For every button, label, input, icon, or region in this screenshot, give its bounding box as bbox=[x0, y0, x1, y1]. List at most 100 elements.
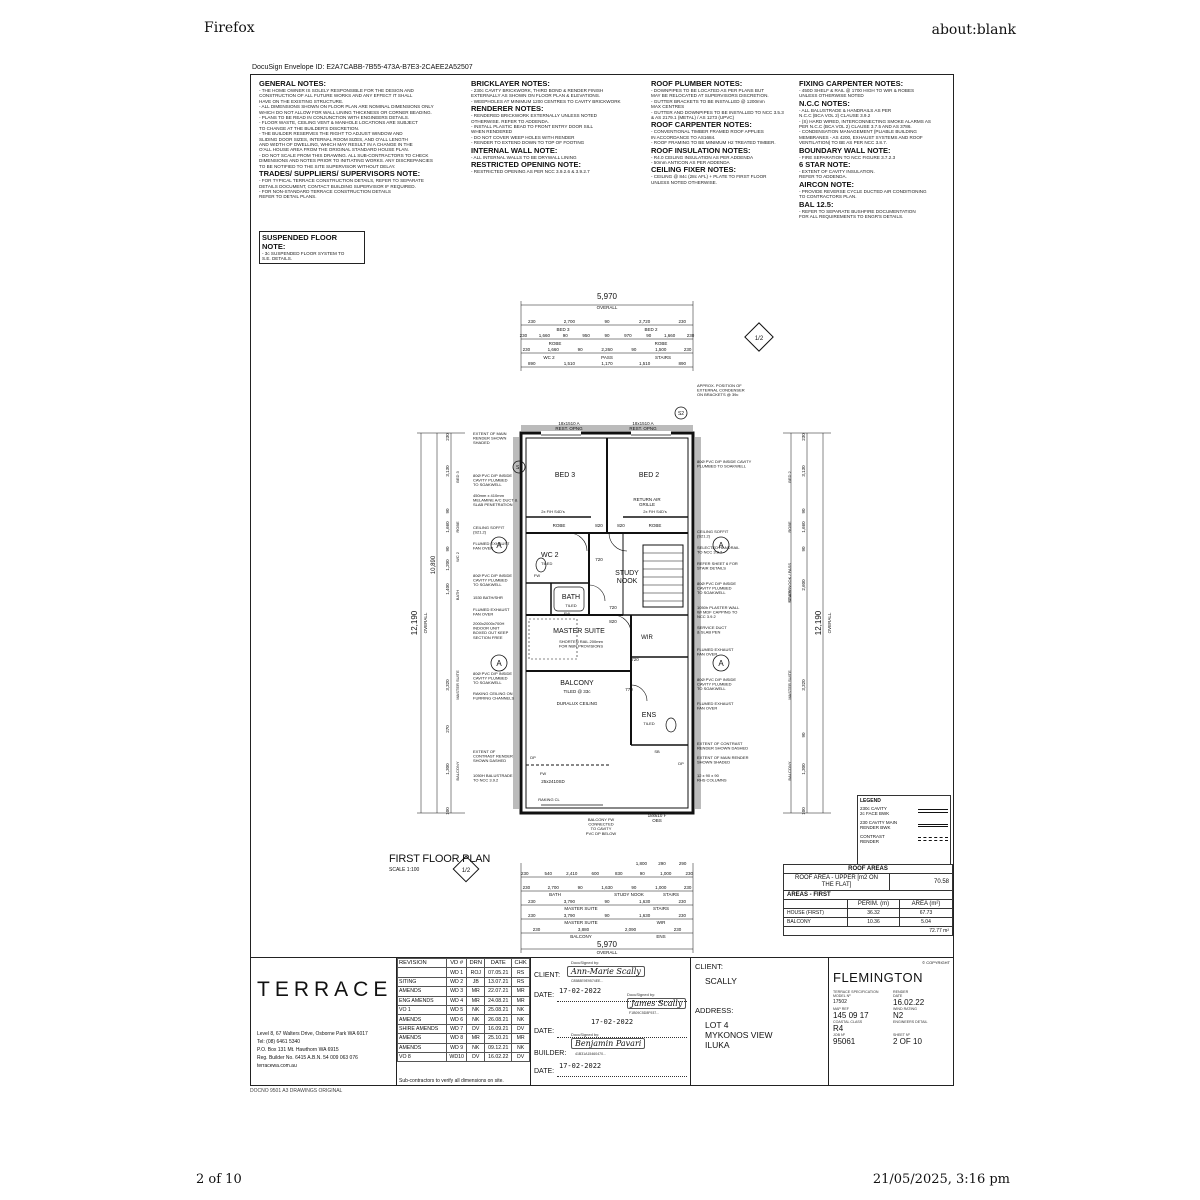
field-value: R4 bbox=[833, 1024, 844, 1033]
revision-head-cell: VD # bbox=[446, 957, 468, 969]
client-signature: Ann-Marie Scally bbox=[567, 966, 645, 977]
dim-right-value: 100 bbox=[801, 807, 806, 815]
revision-cell: MR bbox=[511, 1033, 530, 1044]
dim-right-value: 1,660 bbox=[801, 521, 806, 533]
dim-bottom-value: 90 bbox=[631, 885, 637, 890]
internal-wall-heading: INTERNAL WALL NOTE: bbox=[471, 145, 558, 155]
field-key: JOB Nº bbox=[833, 1033, 845, 1037]
revision-cell: 16.02.22 bbox=[484, 1051, 513, 1063]
dim-bottom-label: MASTER SUITE bbox=[564, 906, 597, 911]
roof-areas-title: ROOF AREAS bbox=[784, 865, 952, 874]
opening-label: RAKING CL bbox=[538, 797, 560, 802]
dim-top-label: ROBE bbox=[655, 341, 668, 346]
dim-bottom-value: 3,880 bbox=[578, 927, 590, 932]
dim-left-overall: 12,190 bbox=[410, 610, 419, 635]
dim-bottom-value: 2,410 bbox=[566, 871, 578, 876]
field-value: 95061 bbox=[833, 1037, 856, 1046]
revision-cell: DV bbox=[466, 1051, 486, 1063]
revision-cell: WD 7 bbox=[446, 1023, 468, 1035]
dim-top-label: PASS bbox=[601, 355, 613, 360]
fixing-carpenter-heading: FIXING CARPENTER NOTES: bbox=[799, 79, 904, 88]
client2-signature-id: F1B09C5D8F937... bbox=[629, 1011, 660, 1015]
revision-head-row: REVISION VD # DRN DATE CHK bbox=[396, 957, 530, 969]
revision-head-cell: DRN bbox=[466, 957, 486, 969]
dim-top-value: 230 bbox=[684, 347, 692, 352]
smoke-alarm-callout-icon bbox=[674, 406, 688, 420]
areas-row: HOUSE (FIRST) 36.32 67.73 bbox=[784, 909, 952, 918]
ncc-text: - ALL BALUSTRADE & HANDRAILS AS PER N.C.… bbox=[799, 107, 931, 146]
downpipe-mark: DP bbox=[530, 755, 536, 760]
dim-bottom-value: 3,790 bbox=[564, 899, 576, 904]
revision-cell: 25.08.21 bbox=[484, 1004, 513, 1016]
restricted-opening-heading: RESTRICTED OPENING NOTE: bbox=[471, 160, 582, 170]
notes-col-1: GENERAL NOTES: - THE HOME OWNER IS SOLEL… bbox=[259, 79, 449, 200]
floor-waste-mark: FW bbox=[564, 611, 570, 616]
dim-top-value: 1,660 bbox=[664, 333, 676, 338]
render-shading-right bbox=[695, 437, 701, 809]
dim-right-value: 3,320 bbox=[801, 679, 806, 691]
dim-left-label: MASTER SUITE bbox=[455, 670, 460, 700]
dim-bottom-value: 830 bbox=[615, 871, 623, 876]
legend-item-label: 230c CAVITY 2c FACE BWK bbox=[860, 806, 890, 816]
door-arc-master bbox=[612, 614, 632, 634]
dim-bottom-value: 230 bbox=[528, 899, 536, 904]
revision-cell: 26.08.21 bbox=[484, 1014, 513, 1025]
dim-bottom-value: 230 bbox=[678, 913, 686, 918]
dim-bottom-label: BATH bbox=[549, 892, 561, 897]
revision-cell: WD 2 bbox=[446, 976, 468, 988]
revision-head-cell: REVISION bbox=[396, 957, 448, 969]
revision-cell: ROJ bbox=[466, 967, 486, 978]
revision-cell: 13.07.21 bbox=[484, 976, 513, 988]
dim-top-value: 90 bbox=[563, 333, 569, 338]
field-key: WIND RATING bbox=[893, 1007, 917, 1011]
dim-top-label: STAIRS bbox=[655, 355, 671, 360]
client-date-line bbox=[557, 1001, 687, 1002]
dim-left-value: 230 bbox=[445, 433, 450, 441]
roof-areas-table: ROOF AREAS ROOF AREA - UPPER [m2 ON THE … bbox=[783, 864, 953, 936]
revision-cell: SITING bbox=[396, 976, 448, 988]
plan-scale: SCALE 1:100 bbox=[389, 867, 420, 873]
section-marker-label: A bbox=[718, 541, 724, 550]
builder-date: 17-02-2022 bbox=[559, 1062, 602, 1070]
door-arc-ens bbox=[630, 684, 648, 702]
dim-top-value: 90 bbox=[604, 319, 610, 324]
revision-cell: NK bbox=[466, 1014, 486, 1025]
dim-left-overall-label: OVERALL bbox=[423, 612, 428, 633]
dim-left-value: 90 bbox=[445, 508, 450, 514]
general-notes-text: - THE HOME OWNER IS SOLELY RESPONSIBLE F… bbox=[259, 88, 434, 169]
revision-cell: VO 8 bbox=[396, 1051, 448, 1063]
field-key: MAP REF bbox=[833, 1007, 849, 1011]
client-date-label: DATE: bbox=[534, 992, 555, 999]
areas-head-cell: AREA (m²) bbox=[911, 901, 941, 907]
bal-text: - REFER TO SEPARATE BUSHFIRE DOCUMENTATI… bbox=[799, 208, 916, 220]
roof-area-row: ROOF AREA - UPPER [m2 ON THE FLAT] 70.58 bbox=[784, 874, 952, 891]
areas-cell: 10.36 bbox=[848, 918, 900, 926]
plan-title: FIRST FLOOR PLAN bbox=[389, 853, 491, 865]
dim-right-label: MASTER SUITE bbox=[787, 670, 792, 700]
section-marker-label: A bbox=[496, 541, 502, 550]
areas-cell: 36.32 bbox=[848, 909, 900, 917]
dim-left-value: 1,660 bbox=[445, 521, 450, 533]
six-star-text: - EXTENT OF CAVITY INSULATION. REFER TO … bbox=[799, 169, 875, 180]
dim-top-value: 230 bbox=[687, 333, 695, 338]
dim-top-value: 890 bbox=[528, 361, 536, 366]
room-wir: WIR bbox=[641, 635, 653, 641]
dim-top-value: 230 bbox=[520, 333, 528, 338]
